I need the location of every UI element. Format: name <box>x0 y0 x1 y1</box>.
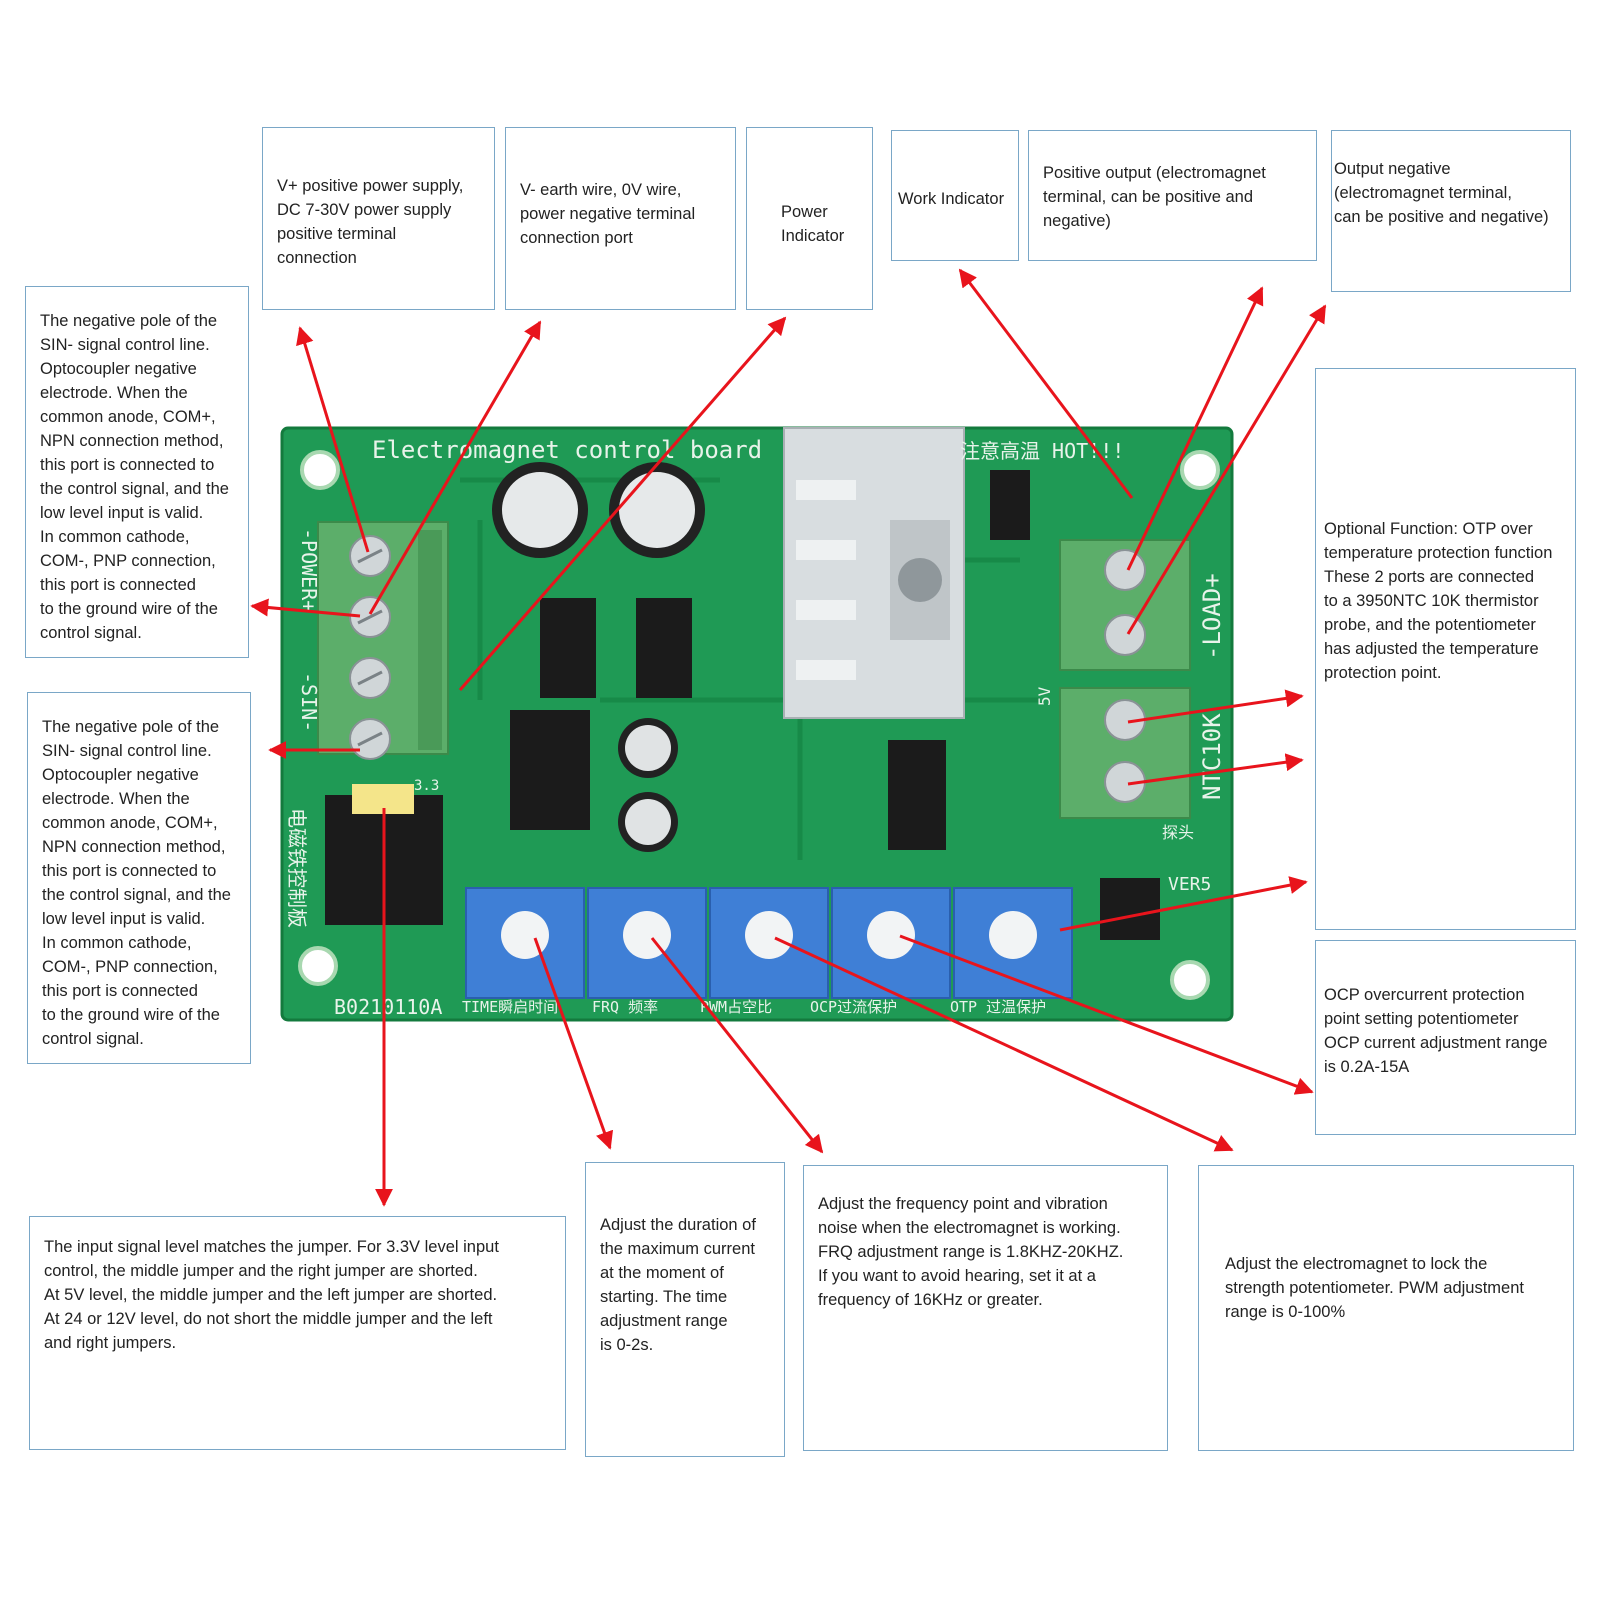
potentiometers <box>465 887 1073 999</box>
callout-ocp: OCP overcurrent protection point setting… <box>1315 940 1576 1135</box>
arrow-v-plus <box>296 326 370 553</box>
callout-output-negative: Output negative (electromagnet terminal,… <box>1331 130 1571 292</box>
mount-hole <box>300 450 340 490</box>
callout-pwm: Adjust the electromagnet to lock the str… <box>1198 1165 1574 1451</box>
callout-work-indicator: Work Indicator <box>891 130 1019 261</box>
silk-cn-name: 电磁铁控制板 <box>285 808 309 928</box>
silk-pot-label: OCP过流保护 <box>810 998 897 1016</box>
callout-positive-output: Positive output (electromagnet terminal,… <box>1028 130 1317 261</box>
silk-sin: -SIN- <box>297 672 321 732</box>
callout-sin-minus-bottom: The negative pole of the SIN- signal con… <box>27 692 251 1064</box>
capacitors <box>492 462 705 852</box>
callout-otp: Optional Function: OTP over temperature … <box>1315 368 1576 930</box>
silk-power: -POWER+ <box>297 528 321 612</box>
arrow-ocp-pot <box>899 934 1314 1095</box>
silk-pot-label: PWM占空比 <box>700 998 772 1016</box>
integrated-circuits <box>510 470 1160 940</box>
silk-hot: 注意高温 HOT!!! <box>960 439 1124 463</box>
silk-pot-label: TIME瞬启时间 <box>462 998 558 1016</box>
power-sin-terminal-block <box>317 521 449 760</box>
arrow-frq <box>650 937 824 1154</box>
callout-sin-minus-top: The negative pole of the SIN- signal con… <box>25 286 249 658</box>
arrow-time <box>533 937 614 1150</box>
arrow-output-negative <box>1126 304 1327 635</box>
arrow-positive-output <box>1126 286 1264 571</box>
callout-v-minus: V- earth wire, 0V wire, power negative t… <box>505 127 736 310</box>
silk-pot-labels: TIME瞬启时间 FRQ 频率 PWM占空比 OCP过流保护 OTP 过温保护 <box>462 998 1046 1016</box>
silk-probe: 探头 <box>1162 823 1194 842</box>
arrow-otp-pot <box>1059 876 1308 932</box>
callout-v-plus: V+ positive power supply, DC 7-30V power… <box>262 127 495 310</box>
silk-load: -LOAD+ <box>1198 573 1226 660</box>
heatsink <box>783 427 965 719</box>
silk-ntc: NTC10K <box>1198 713 1226 800</box>
load-terminal-block <box>1059 539 1191 671</box>
mount-hole <box>1170 960 1210 1000</box>
callout-power-indicator: Power Indicator <box>746 127 873 310</box>
arrow-work-indicator <box>958 268 1134 499</box>
silk-pot-label: FRQ 频率 <box>592 998 658 1016</box>
ntc-terminal-block <box>1059 687 1191 819</box>
silk-pot-label: OTP 过温保护 <box>950 998 1046 1016</box>
arrow-ntc-top <box>1127 689 1304 724</box>
mount-hole <box>298 946 338 986</box>
silk-title: Electromagnet control board <box>372 436 762 464</box>
arrow-pwm <box>774 936 1234 1152</box>
mount-hole <box>1180 450 1220 490</box>
arrow-v-minus <box>368 320 542 615</box>
arrows <box>250 268 1327 1207</box>
silk-model: B0210110A <box>334 995 442 1019</box>
silk-5v: 5V <box>1035 686 1054 706</box>
arrow-ntc-bottom <box>1127 753 1304 786</box>
silk-version: VER5 <box>1168 874 1211 895</box>
silk-jumper: 3.3 <box>414 778 439 794</box>
arrow-sin-top <box>250 598 361 618</box>
callout-frq: Adjust the frequency point and vibration… <box>803 1165 1168 1451</box>
arrow-power-indicator <box>458 316 787 691</box>
callout-jumper: The input signal level matches the jumpe… <box>29 1216 566 1450</box>
callout-time: Adjust the duration of the maximum curre… <box>585 1162 785 1457</box>
